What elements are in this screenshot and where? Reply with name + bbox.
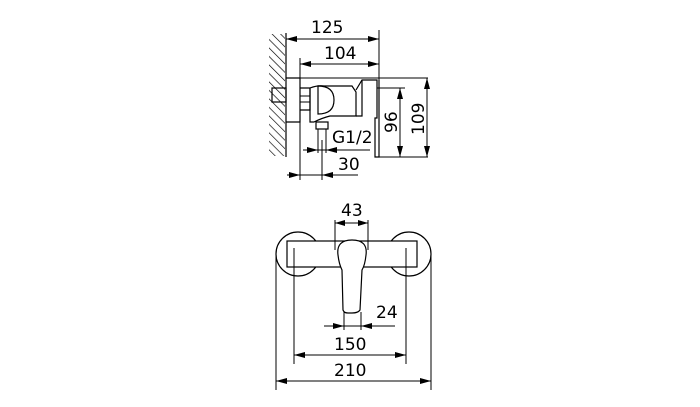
dim-label-center-distance: 150	[334, 335, 366, 355]
arrow-icon	[322, 172, 333, 178]
lever-handle	[355, 79, 380, 158]
arrow-icon	[420, 378, 431, 384]
lever-handle-front	[337, 239, 367, 314]
dim-label-overall-width: 210	[334, 361, 366, 381]
mixer-body	[309, 85, 357, 123]
dim-label-overall-height: 109	[409, 103, 429, 135]
dim-label-handle-width: 43	[341, 201, 363, 221]
arrow-icon	[368, 61, 379, 67]
arrow-icon	[335, 220, 345, 226]
arrow-icon	[294, 352, 305, 358]
arrow-icon	[395, 352, 406, 358]
union-nut	[300, 87, 311, 111]
escutcheon	[286, 77, 301, 123]
arrow-icon	[424, 146, 430, 157]
arrow-icon	[289, 172, 300, 178]
front-view: 43 24 150 210	[275, 201, 432, 390]
body-dome	[317, 85, 335, 115]
arrow-icon	[358, 220, 368, 226]
wall-connector	[271, 87, 287, 103]
arrow-icon	[397, 88, 403, 99]
wall-hatching	[269, 34, 285, 156]
arrow-icon	[326, 147, 337, 153]
dim-label-body-depth: 104	[324, 44, 356, 64]
arrow-icon	[286, 36, 297, 42]
arrow-icon	[397, 146, 403, 157]
dim-label-outlet-offset: 30	[338, 155, 360, 175]
arrow-icon	[333, 323, 344, 329]
arrow-icon	[424, 78, 430, 89]
arrow-icon	[361, 323, 372, 329]
lever-front	[356, 80, 363, 117]
dim-label-body-height: 96	[382, 111, 402, 133]
dim-label-thread: G1/2	[332, 128, 373, 148]
arrow-icon	[368, 36, 379, 42]
side-view: 125 104 96 109 G1/2 30	[269, 18, 430, 180]
dim-label-handle-tip-width: 24	[376, 303, 398, 323]
arrow-icon	[300, 61, 311, 67]
arrow-icon	[307, 147, 318, 153]
arrow-icon	[276, 378, 287, 384]
dim-label-overall-depth: 125	[311, 18, 343, 38]
outlet-connector	[315, 121, 329, 130]
